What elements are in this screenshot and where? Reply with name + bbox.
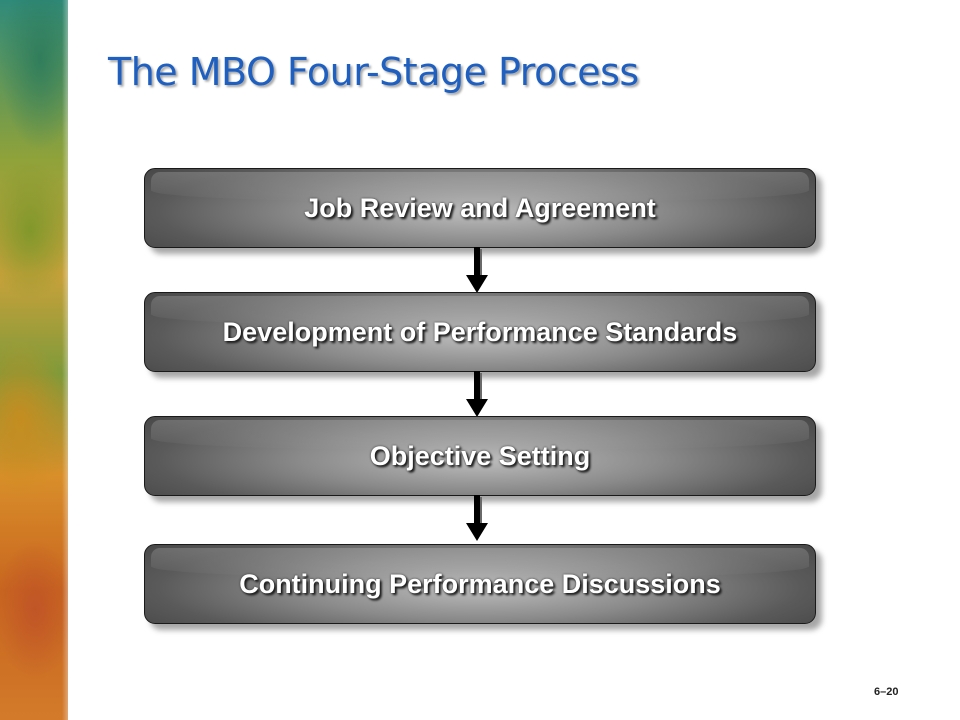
stage-label: Job Review and Agreement: [304, 192, 656, 223]
stage-box-performance-discussions: Continuing Performance Discussions: [144, 544, 816, 624]
stage-label: Development of Performance Standards: [222, 316, 738, 347]
stage-box-job-review: Job Review and Agreement: [144, 168, 816, 248]
down-arrow-icon: [466, 247, 488, 293]
stage-label: Objective Setting: [369, 440, 591, 471]
decorative-side-banner: [0, 0, 68, 720]
stage-box-objective-setting: Objective Setting: [144, 416, 816, 496]
slide-title: The MBO Four-Stage Process: [108, 50, 639, 94]
stage-box-performance-standards: Development of Performance Standards: [144, 292, 816, 372]
stage-label: Continuing Performance Discussions: [239, 568, 721, 599]
page-number: 6–20: [874, 686, 899, 698]
down-arrow-icon: [466, 371, 488, 417]
down-arrow-icon: [466, 495, 488, 541]
